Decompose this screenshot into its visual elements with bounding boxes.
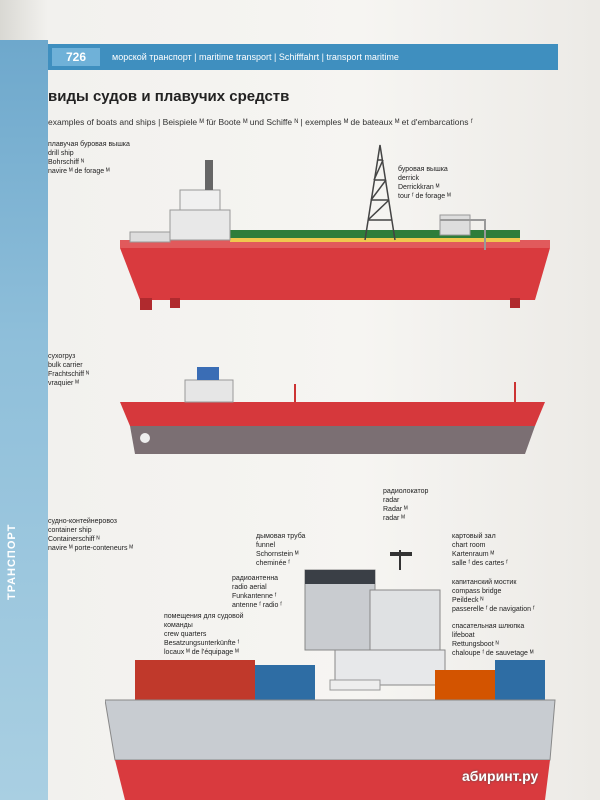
sidebar-strip: ТРАНСПОРТ	[0, 40, 48, 800]
watermark: абиринт.ру	[462, 768, 539, 784]
page-subtitle: examples of boats and ships | Beispiele …	[48, 117, 473, 127]
section-header: морской транспорт | maritime transport |…	[112, 52, 399, 62]
container-ship-illustration	[105, 550, 556, 800]
bulk-carrier-illustration	[120, 367, 545, 454]
page-number: 726	[52, 48, 100, 66]
header-bar	[48, 44, 558, 70]
drill-ship-illustration	[120, 144, 550, 310]
page-title: виды судов и плавучих средств	[48, 88, 290, 105]
sidebar-label: ТРАНСПОРТ	[6, 523, 18, 600]
